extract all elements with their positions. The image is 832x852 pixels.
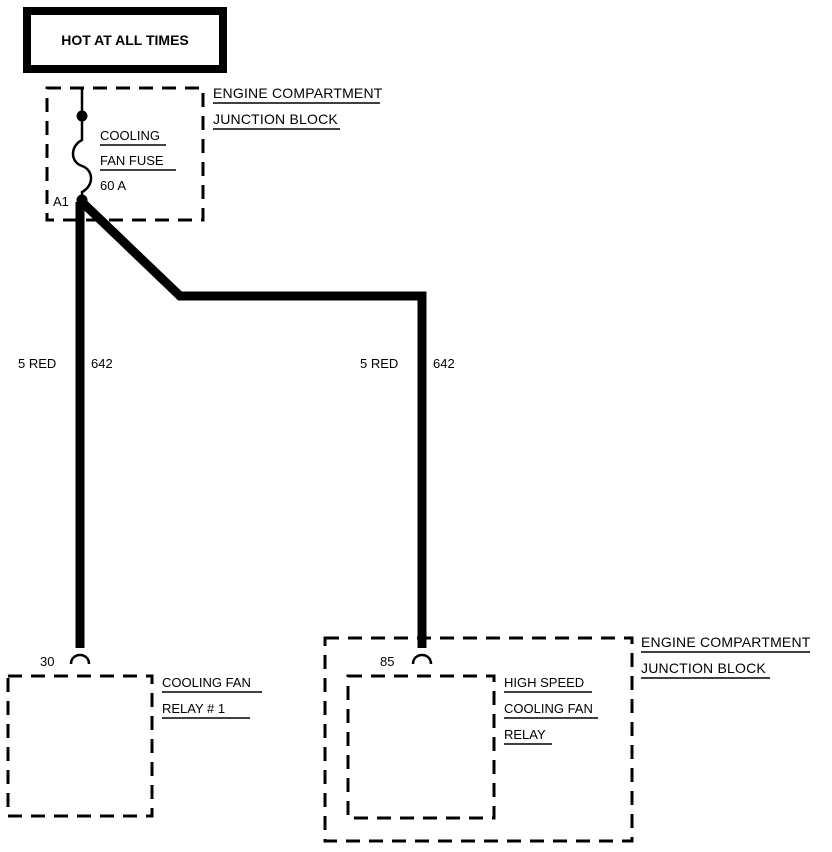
- circuit-642-wires: 5 RED 642 5 RED 642: [18, 200, 455, 648]
- relay2-pin-label: 85: [380, 654, 394, 669]
- wire-right: [80, 200, 427, 648]
- cooling-fan-fuse: COOLING FAN FUSE 60 A A1: [53, 88, 176, 209]
- top-junction-label-line2: JUNCTION BLOCK: [213, 111, 338, 127]
- fuse-label-line1: COOLING: [100, 128, 160, 143]
- fuse-label-line2: FAN FUSE: [100, 153, 164, 168]
- cooling-fan-relay-1: 30 COOLING FAN RELAY # 1: [6, 653, 262, 818]
- power-source-label: HOT AT ALL TIMES: [61, 32, 189, 48]
- relay2-label-line2: COOLING FAN: [504, 701, 593, 716]
- wire-right-circuit: 642: [433, 356, 455, 371]
- relay2-label-line1: HIGH SPEED: [504, 675, 584, 690]
- fuse-rating: 60 A: [100, 178, 126, 193]
- wire-left-gauge-color: 5 RED: [18, 356, 56, 371]
- fuse-symbol: [71, 116, 93, 200]
- bottom-junction-label-line1: ENGINE COMPARTMENT: [641, 634, 811, 650]
- top-junction-label-line1: ENGINE COMPARTMENT: [213, 85, 383, 101]
- relay1-connector: [69, 653, 91, 665]
- relay1-pin-label: 30: [40, 654, 54, 669]
- top-junction-block: ENGINE COMPARTMENT JUNCTION BLOCK: [45, 85, 383, 222]
- relay2-label-line3: RELAY: [504, 727, 546, 742]
- power-source-box: HOT AT ALL TIMES: [23, 7, 227, 73]
- relay1-label-line2: RELAY # 1: [162, 701, 225, 716]
- relay1-label-line1: COOLING FAN: [162, 675, 251, 690]
- wire-right-gauge-color: 5 RED: [360, 356, 398, 371]
- high-speed-cooling-fan-relay: 85 HIGH SPEED COOLING FAN RELAY: [346, 653, 598, 820]
- wire-left-circuit: 642: [91, 356, 113, 371]
- relay2-connector: [411, 653, 433, 665]
- bottom-junction-block: ENGINE COMPARTMENT JUNCTION BLOCK: [323, 634, 811, 843]
- bottom-junction-label-line2: JUNCTION BLOCK: [641, 660, 766, 676]
- fuse-pin-label: A1: [53, 194, 69, 209]
